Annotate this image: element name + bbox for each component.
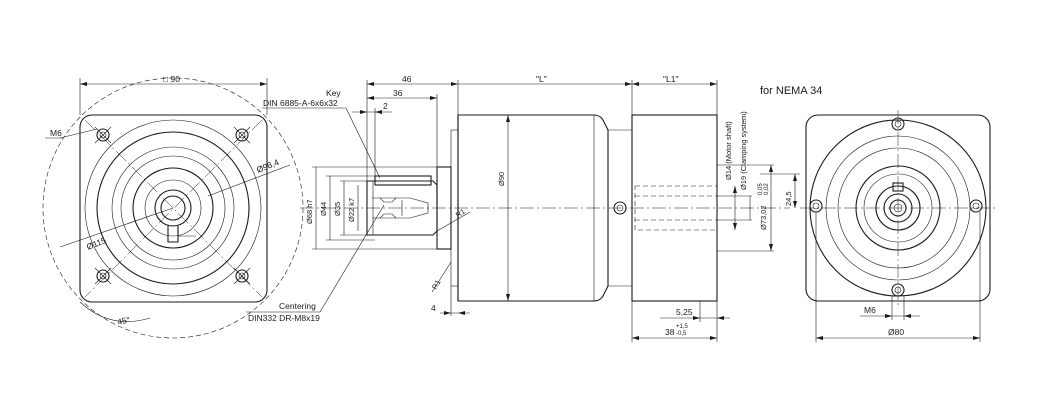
rear-bolt-hole xyxy=(969,199,983,213)
dim-24-5-label: 24,5 xyxy=(784,191,793,206)
rear-bolt-hole xyxy=(891,117,905,131)
dim-38-label: 38 xyxy=(665,327,675,337)
front-view: □ 90 M6 Ø98,4 Ø115 45° xyxy=(42,74,304,339)
bolt-circle-label: Ø98,4 xyxy=(255,157,280,175)
dia-44-label: Ø44 xyxy=(319,202,328,216)
dia-73-upper: 0,05 xyxy=(758,183,764,195)
bolt-hole xyxy=(233,126,251,144)
clamping-label: Ø19 (Clamping system) xyxy=(739,111,748,190)
rear-dia-80-label: Ø80 xyxy=(888,327,904,337)
centering-spec: DIN332 DR-M8x19 xyxy=(248,313,320,323)
key-spec: DIN 6885-A-6x6x32 xyxy=(263,98,338,108)
dim-L1-label: "L1" xyxy=(663,74,679,84)
dim-5-25-label: 5,25 xyxy=(676,307,693,317)
bolt-hole xyxy=(94,267,112,285)
bolt-hole xyxy=(233,267,251,285)
dim-2-label: 2 xyxy=(383,101,388,111)
angle-label: 45° xyxy=(116,315,131,327)
dia-68-label: Ø68 h7 xyxy=(305,199,314,224)
rear-title: for NEMA 34 xyxy=(760,85,822,97)
r1-label-b: R1 xyxy=(430,278,443,291)
dia-22-label: Ø22 k7 xyxy=(347,198,356,222)
side-view: 46 36 2 "L" "L1" Key DIN 6885-A-6x6x32 C… xyxy=(246,74,800,342)
dim-L-label: "L" xyxy=(536,74,547,84)
centering-title: Centering xyxy=(279,301,316,311)
rear-thread-label: M6 xyxy=(864,305,876,315)
dia-90-label: Ø90 xyxy=(497,172,506,186)
rear-bolt-hole xyxy=(891,283,905,297)
dim-36-label: 36 xyxy=(393,88,403,98)
thread-label: M6 xyxy=(50,128,62,138)
rear-bolt-hole xyxy=(809,199,823,213)
dim-46-label: 46 xyxy=(402,74,412,84)
motor-shaft-label: Ø14 (Motor shaft) xyxy=(724,121,733,180)
r1-label-a: R1 xyxy=(454,207,467,220)
front-flange-outline xyxy=(79,114,268,303)
key-title: Key xyxy=(326,88,341,98)
dim-38-upper: +1,5 xyxy=(676,324,689,330)
dia-73-label: Ø73,02 xyxy=(759,205,768,230)
dia-35-label: Ø35 xyxy=(333,202,342,216)
dim-38-lower: -0,5 xyxy=(676,331,687,337)
dim-4-label: 4 xyxy=(431,303,436,313)
square-dim-label: □ 90 xyxy=(163,74,180,84)
dia-73-lower: 0,02 xyxy=(764,183,770,195)
rear-view: for NEMA 34 M6 Ø80 xyxy=(760,85,996,342)
bolt-hole xyxy=(94,126,112,144)
